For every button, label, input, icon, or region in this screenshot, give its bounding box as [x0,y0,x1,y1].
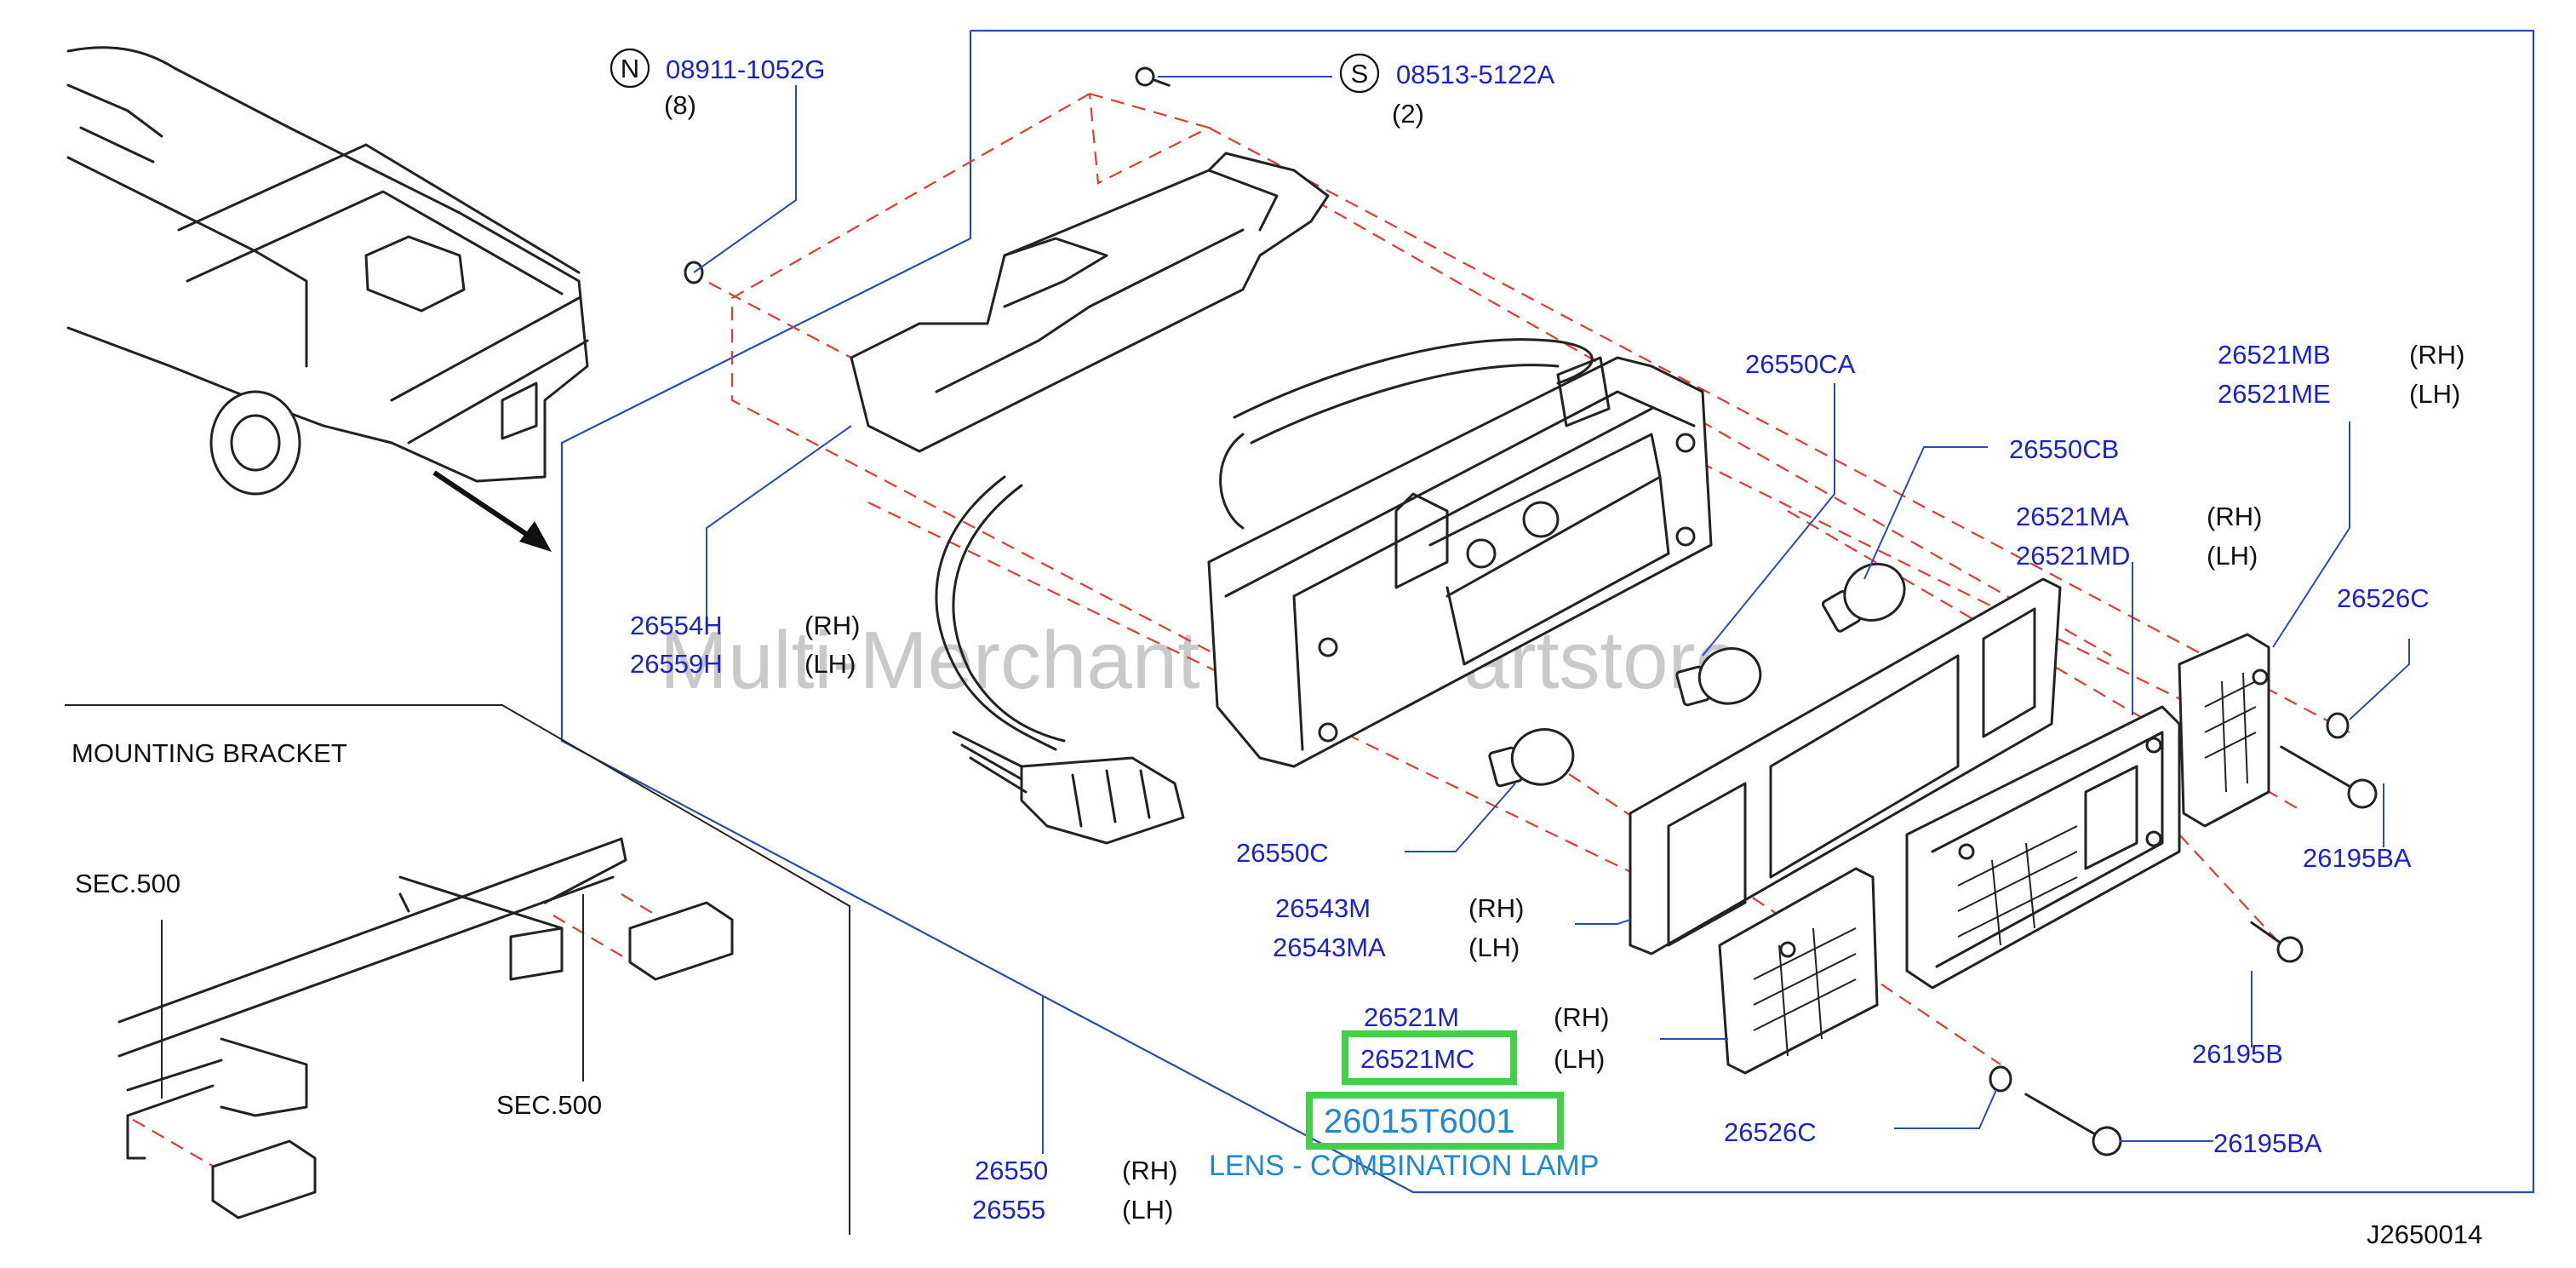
highlight-box-26015T6001 [1306,1092,1564,1150]
qual-lh: (LH) [1554,1044,1605,1074]
qual-lh: (LH) [1122,1195,1173,1225]
part-26554H: 26554H [630,611,723,640]
arrow-icon [432,470,552,552]
part-26521ME: 26521ME [2218,379,2331,409]
part-26195B: 26195B [2192,1039,2283,1069]
part-26559H: 26559H [630,649,723,679]
qual-lh: (LH) [804,649,856,679]
bulb-icon [1488,562,1906,788]
part-26521MA: 26521MA [2016,502,2129,531]
screw-qty: (2) [1392,99,1424,129]
qual-lh: (LH) [2409,379,2460,409]
gasket-icon [1629,577,2062,955]
assembly-frame [560,29,2535,1194]
connector-icon [952,731,1185,845]
part-26550: 26550 [975,1156,1048,1185]
part-26195BA-top: 26195BA [2303,843,2412,873]
part-26543MA: 26543MA [1273,932,1386,962]
highlight-description: LENS - COMBINATION LAMP [1209,1150,1599,1182]
part-26555: 26555 [972,1195,1045,1225]
part-26526C-top: 26526C [2337,583,2430,613]
qual-lh: (LH) [1468,932,1520,962]
part-08911-1052G: 08911-1052G [666,55,825,84]
part-08513-5122A: 08513-5122A [1396,60,1554,89]
part-26526C-bottom: 26526C [1724,1117,1817,1147]
sec-500-right: SEC.500 [496,1090,602,1120]
part-26550C: 26550C [1236,838,1329,868]
tail-lamp-housing-icon [850,152,1713,768]
nut-symbol: N [621,54,639,83]
watermark: Multi-Merchant Auto Partstore [660,615,1741,706]
sec-500-left: SEC.500 [75,869,180,898]
part-26521MB: 26521MB [2218,340,2331,370]
part-26521MD: 26521MD [2016,541,2130,571]
part-26521M: 26521M [1364,1002,1459,1032]
bracket-icon [117,837,734,1219]
part-26521MC: 26521MC [1360,1044,1474,1074]
label-screw: S 08513-5122A (2) [1339,53,1554,129]
label-nut: N 08911-1052G (8) [610,48,825,120]
screw-symbol: S [1351,59,1369,89]
qual-rh: (RH) [2409,340,2464,370]
highlight-part-number: 26015T6001 [1324,1103,1515,1140]
lower-lens-icon [1718,867,1879,1075]
qual-rh: (RH) [804,611,860,640]
part-26195BA-bottom: 26195BA [2213,1128,2322,1158]
lens-icon [1905,705,2181,990]
screw-icon [1135,66,2378,1156]
qual-rh: (RH) [1468,893,1524,923]
qual-rh: (RH) [1554,1002,1609,1032]
part-26543M: 26543M [1275,893,1371,923]
qual-rh: (RH) [1122,1156,1177,1185]
qual-rh: (RH) [2207,502,2262,531]
mounting-bracket-frame [65,704,850,1235]
leader-lines [161,76,2410,1154]
side-lens-icon [2178,633,2270,828]
nut-qty: (8) [664,90,696,120]
highlight-box-26521MC [1342,1030,1517,1085]
part-26550CA: 26550CA [1745,349,1856,379]
section-title: MOUNTING BRACKET [72,738,347,768]
diagram-id: J2650014 [2367,1219,2482,1249]
qual-lh: (LH) [2207,541,2258,571]
truck-icon [66,46,589,496]
part-26550CB: 26550CB [2009,434,2119,464]
